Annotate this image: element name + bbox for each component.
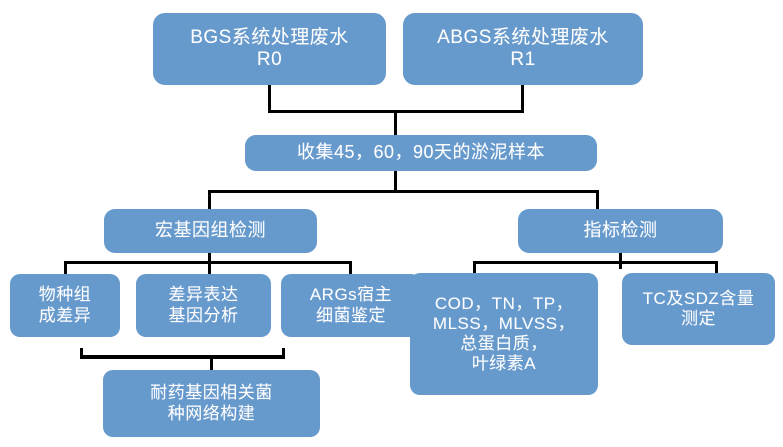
- connector-r1-stub: [521, 85, 524, 112]
- connector-branch-bar: [208, 190, 599, 193]
- node-species-composition-difference[interactable]: 物种组 成差异: [10, 274, 120, 337]
- node-arg-related-species-network[interactable]: 耐药基因相关菌 种网络构建: [103, 370, 320, 437]
- node-metagenome-detection[interactable]: 宏基因组检测: [104, 209, 317, 253]
- connector-to-species-diff: [64, 261, 67, 274]
- node-args-host-bacteria-identification[interactable]: ARGs宿主 细菌鉴定: [281, 274, 421, 337]
- node-chemical-parameters[interactable]: COD，TN，TP， MLSS，MLVSS， 总蛋白质， 叶绿素A: [410, 273, 598, 395]
- connector-to-network: [210, 355, 213, 372]
- connector-to-indicator: [596, 190, 599, 212]
- node-bgs-r0[interactable]: BGS系统处理废水 R0: [153, 13, 386, 85]
- node-collect-samples[interactable]: 收集45，60，90天的淤泥样本: [245, 135, 597, 171]
- connector-to-tc-sdz: [715, 261, 718, 274]
- connector-r0-stub: [268, 85, 271, 112]
- connector-network-right-stub: [282, 348, 285, 359]
- connector-collect-stub: [394, 171, 397, 193]
- connector-to-collect: [394, 110, 397, 136]
- node-tc-sdz-measurement[interactable]: TC及SDZ含量 测定: [622, 273, 775, 345]
- connector-network-left-stub: [80, 348, 83, 359]
- node-abgs-r1[interactable]: ABGS系统处理废水 R1: [403, 13, 643, 85]
- connector-to-deg-analysis: [208, 261, 211, 274]
- connector-indicator-bar: [473, 261, 718, 264]
- node-indicator-detection[interactable]: 指标检测: [518, 209, 723, 253]
- connector-to-metagenome: [208, 190, 211, 212]
- node-differential-expression-analysis[interactable]: 差异表达 基因分析: [136, 274, 271, 337]
- connector-to-chem-params: [473, 261, 476, 274]
- connector-network-bar: [80, 355, 285, 359]
- connector-to-args-host: [349, 261, 352, 274]
